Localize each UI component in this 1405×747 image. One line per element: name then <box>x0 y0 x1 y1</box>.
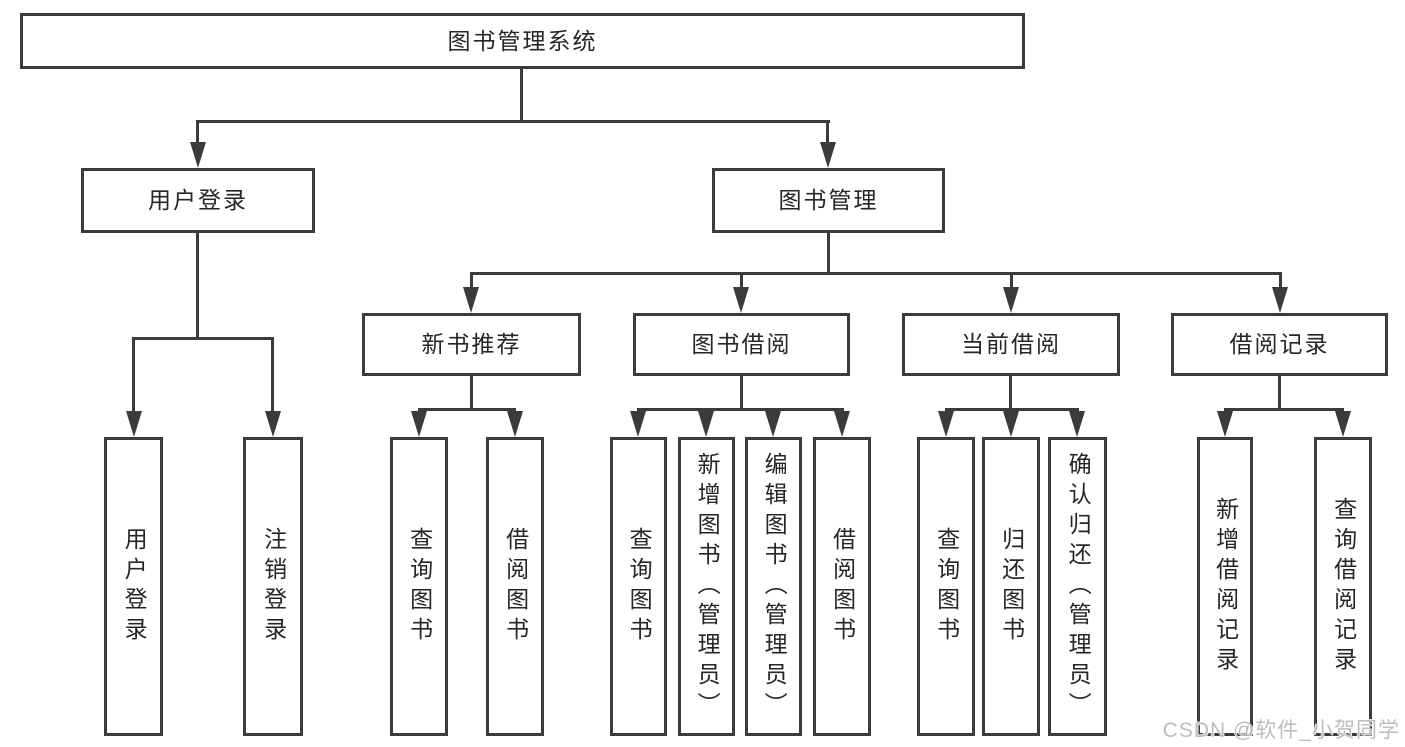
connector-line <box>740 272 743 289</box>
leaf-confirm-return-admin: 确认归还（管理员） <box>1048 437 1107 736</box>
arrow-down-icon <box>1069 411 1085 437</box>
connector-line <box>827 233 830 272</box>
leaf-borrow-books-2: 借阅图书 <box>813 437 871 736</box>
leaf-query-books-3-label: 查询图书 <box>933 526 960 647</box>
connector-line <box>132 337 135 411</box>
connector-line <box>826 120 829 144</box>
leaf-user-login-label: 用户登录 <box>121 526 148 647</box>
arrow-down-icon <box>1003 287 1019 313</box>
leaf-borrow-books-2-label: 借阅图书 <box>829 526 856 647</box>
connector-line <box>637 408 844 411</box>
arrow-down-icon <box>463 287 479 313</box>
leaf-query-borrow-record-label: 查询借阅记录 <box>1330 496 1357 677</box>
arrow-down-icon <box>698 411 714 437</box>
connector-line <box>1224 408 1344 411</box>
arrow-down-icon <box>733 287 749 313</box>
root-node-label: 图书管理系统 <box>447 27 598 54</box>
node-user-login: 用户登录 <box>81 168 315 233</box>
leaf-add-borrow-record: 新增借阅记录 <box>1197 437 1253 736</box>
leaf-add-books-admin: 新增图书（管理员） <box>678 437 735 736</box>
arrow-down-icon <box>820 142 836 168</box>
arrow-down-icon <box>265 411 281 437</box>
connector-line <box>520 68 523 123</box>
leaf-borrow-books-1-label: 借阅图书 <box>502 526 529 647</box>
arrow-down-icon <box>1217 411 1233 437</box>
node-new-book-recommend: 新书推荐 <box>362 313 581 376</box>
arrow-down-icon <box>1272 287 1288 313</box>
arrow-down-icon <box>1335 411 1351 437</box>
node-book-borrow-label: 图书借阅 <box>691 331 792 357</box>
node-new-book-recommend-label: 新书推荐 <box>421 331 522 357</box>
leaf-edit-books-admin-label: 编辑图书（管理员） <box>761 451 788 722</box>
node-book-borrow: 图书借阅 <box>633 313 850 376</box>
arrow-down-icon <box>126 411 142 437</box>
node-current-borrow-label: 当前借阅 <box>961 331 1061 357</box>
arrow-down-icon <box>765 411 781 437</box>
connector-line <box>1278 376 1281 408</box>
csdn-watermark: CSDN @软件_小贺同学 <box>1162 719 1400 742</box>
connector-line <box>1010 272 1013 289</box>
node-borrow-records-label: 借阅记录 <box>1229 331 1330 357</box>
arrow-down-icon <box>938 411 954 437</box>
connector-line <box>1009 376 1012 408</box>
node-current-borrow: 当前借阅 <box>902 313 1120 376</box>
connector-line <box>470 272 1281 275</box>
connector-line <box>470 376 473 408</box>
connector-line <box>1279 272 1282 289</box>
arrow-down-icon <box>834 411 850 437</box>
leaf-query-books-3: 查询图书 <box>917 437 975 736</box>
leaf-query-books-1: 查询图书 <box>390 437 448 736</box>
arrow-down-icon <box>1003 411 1019 437</box>
connector-line <box>271 337 274 411</box>
node-user-login-label: 用户登录 <box>148 187 248 213</box>
node-borrow-records: 借阅记录 <box>1171 313 1388 376</box>
connector-line <box>945 408 1079 411</box>
node-book-management-label: 图书管理 <box>778 187 879 213</box>
node-book-management: 图书管理 <box>712 168 945 233</box>
arrow-down-icon <box>630 411 646 437</box>
connector-line <box>196 120 199 144</box>
leaf-confirm-return-admin-label: 确认归还（管理员） <box>1065 451 1092 722</box>
connector-line <box>740 376 743 408</box>
leaf-user-login: 用户登录 <box>104 437 163 736</box>
leaf-logout-label: 注销登录 <box>260 526 287 647</box>
leaf-query-books-2-label: 查询图书 <box>626 526 653 647</box>
leaf-edit-books-admin: 编辑图书（管理员） <box>745 437 802 736</box>
leaf-add-borrow-record-label: 新增借阅记录 <box>1212 496 1239 677</box>
leaf-add-books-admin-label: 新增图书（管理员） <box>694 451 721 722</box>
leaf-query-books-1-label: 查询图书 <box>406 526 433 647</box>
connector-line <box>196 120 830 123</box>
leaf-return-books-label: 归还图书 <box>998 526 1025 647</box>
root-node: 图书管理系统 <box>20 13 1025 69</box>
leaf-return-books: 归还图书 <box>982 437 1040 736</box>
leaf-query-books-2: 查询图书 <box>610 437 667 736</box>
leaf-borrow-books-1: 借阅图书 <box>486 437 544 736</box>
connector-line <box>418 408 516 411</box>
arrow-down-icon <box>507 411 523 437</box>
connector-line <box>196 233 199 337</box>
leaf-query-borrow-record: 查询借阅记录 <box>1314 437 1372 736</box>
leaf-logout: 注销登录 <box>243 437 303 736</box>
connector-line <box>132 337 274 340</box>
arrow-down-icon <box>190 142 206 168</box>
arrow-down-icon <box>411 411 427 437</box>
connector-line <box>470 272 473 289</box>
